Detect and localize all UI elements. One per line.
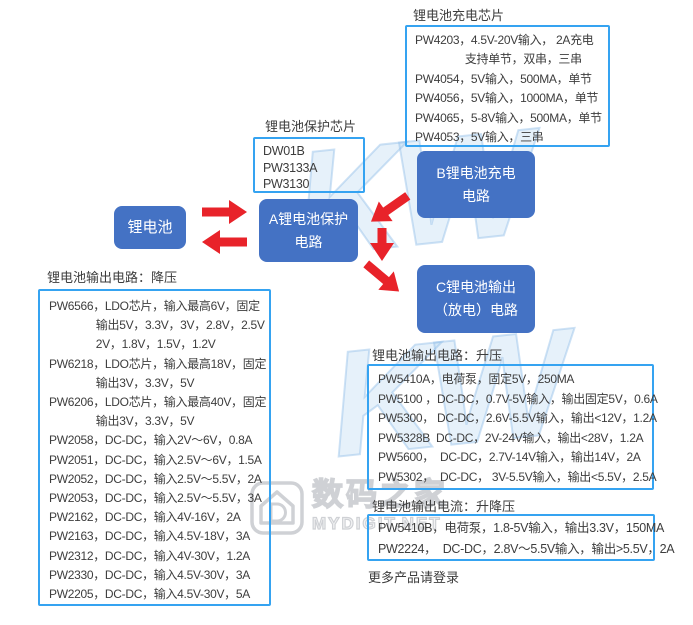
node-charging-line2: 电路 <box>462 187 490 204</box>
boost-output-title: 锂电池输出电路：升压 <box>372 348 503 363</box>
chip-spec-row: 输出5V，3.3V，3V，2.8V，2.5V <box>49 318 265 333</box>
mydigit-watermark: 数码之家 MYDIGIT.NET <box>250 476 470 540</box>
chip-spec-row: PW6218，LDO芯片，输入最高18V，固定 <box>49 356 267 371</box>
chip-spec-row: PW2053，DC-DC，输入2.5V～5.5V，3A <box>49 491 262 506</box>
chip-spec-row: PW5328B DC-DC，2V-24V输入，输出<28V，1.2A <box>378 430 644 445</box>
buck-boost-panel: PW5410B，电荷泵，1.8-5V输入，输出3.3V，150MA PW2224… <box>367 514 675 561</box>
chip-spec-row: PW2051，DC-DC，输入2.5V～6V，1.5A <box>49 452 262 467</box>
node-charging-line1: B锂电池充电 <box>436 164 516 181</box>
arrow-down-icon <box>370 228 394 261</box>
chip-spec-row: 支持单节，双串，三串 <box>415 52 582 67</box>
node-protection-circuit: A锂电池保护 电路 <box>259 199 358 262</box>
chip-spec-row: DW01B <box>263 144 305 158</box>
chip-spec-row: PW2163，DC-DC，输入4.5V-18V，3A <box>49 529 250 544</box>
chip-spec-row: PW2162，DC-DC，输入4V-16V，2A <box>49 510 241 525</box>
watermark-site-name: 数码之家 <box>311 477 448 513</box>
arrow-left-icon <box>202 230 247 254</box>
buck-output-title: 锂电池输出电路：降压 <box>47 270 178 285</box>
protection-chips-title: 锂电池保护芯片 <box>265 119 357 134</box>
buck-output-panel: PW6566，LDO芯片，输入最高6V，固定 输出5V，3.3V，3V，2.8V… <box>38 289 271 606</box>
charging-chips-title: 锂电池充电芯片 <box>413 8 505 23</box>
chip-spec-row: PW4203，4.5V-20V输入， 2A充电 <box>415 33 594 47</box>
node-battery-label: 锂电池 <box>127 219 173 236</box>
chip-spec-row: PW5100 ，DC-DC，0.7V-5V输入，输出固定5V，0.6A <box>378 391 658 406</box>
chip-spec-row: PW5300， DC-DC，2.6V-5.5V输入，输出<12V，1.2A <box>378 411 657 426</box>
chip-spec-row: 输出3V，3.3V，5V <box>49 414 195 429</box>
node-protection-line1: A锂电池保护 <box>268 210 349 227</box>
charging-chips-panel: PW4203，4.5V-20V输入， 2A充电 支持单节，双串，三串 PW405… <box>405 25 610 147</box>
node-protection-line2: 电路 <box>294 233 323 250</box>
chip-spec-row: PW3133A <box>263 160 318 175</box>
protection-chips-panel: DW01B PW3133A PW3130 <box>253 137 365 193</box>
chip-spec-row: PW4053，5V输入，三串 <box>415 130 544 145</box>
chip-spec-row: PW6206，LDO芯片，输入最高40V，固定 <box>49 395 267 410</box>
chip-spec-row: PW5410A，电荷泵，固定5V，250MA <box>378 372 575 386</box>
chip-spec-row: PW3130 <box>263 177 310 191</box>
buck-boost-title: 锂电池输出电流：升降压 <box>372 499 516 514</box>
chip-spec-row: PW5410B，电荷泵，1.8-5V输入，输出3.3V，150MA <box>378 521 665 535</box>
chip-spec-row: PW5600， DC-DC，2.7V-14V输入，输出14V，2A <box>378 450 641 465</box>
chip-spec-row: 输出3V，3.3V，5V <box>49 375 195 390</box>
chip-spec-row: PW2052，DC-DC，输入2.5V～5.5V，2A <box>49 471 262 486</box>
chip-spec-row: PW4056，5V输入，1000MA，单节 <box>415 91 599 106</box>
house-logo-icon <box>250 481 304 535</box>
chip-spec-row: PW5302， DC-DC， 3V-5.5V输入，输出<5.5V，2.5A <box>378 469 657 484</box>
node-charging-circuit: B锂电池充电 电路 <box>417 151 535 218</box>
arrow-right-icon <box>202 200 247 224</box>
arrow-down-left-icon <box>370 192 411 222</box>
watermark-site-domain: MYDIGIT.NET <box>311 513 442 533</box>
chip-spec-row: PW2224， DC-DC，2.8V～5.5V输入，输出>5.5V，2A <box>378 541 675 556</box>
boost-output-panel: PW5410A，电荷泵，固定5V，250MA PW5100 ，DC-DC，0.7… <box>367 364 658 490</box>
chip-spec-row: PW2058，DC-DC，输入2V～6V，0.8A <box>49 433 253 448</box>
chip-spec-row: PW2312，DC-DC，输入4V-30V，1.2A <box>49 548 250 563</box>
node-output-circuit: C锂电池输出 （放电）电路 <box>417 265 535 333</box>
arrow-down-right-icon <box>363 260 400 292</box>
chip-spec-row: PW4065，5-8V输入，500MA，单节 <box>415 110 602 125</box>
chip-spec-row: PW6566，LDO芯片，输入最高6V，固定 <box>49 299 260 313</box>
node-output-line1: C锂电池输出 <box>435 279 517 295</box>
chip-spec-row: PW2205，DC-DC，输入4.5V-30V，5A <box>49 587 250 602</box>
chip-spec-row: 2V，1.8V，1.5V，1.2V <box>49 337 216 352</box>
chip-spec-row: PW4054，5V输入，500MA，单节 <box>415 71 592 86</box>
chip-spec-row: PW2330，DC-DC，输入4.5V-30V，3A <box>49 567 250 582</box>
more-products-note: 更多产品请登录 <box>368 570 460 585</box>
node-battery: 锂电池 <box>114 206 186 249</box>
node-output-line2: （放电）电路 <box>434 302 518 318</box>
